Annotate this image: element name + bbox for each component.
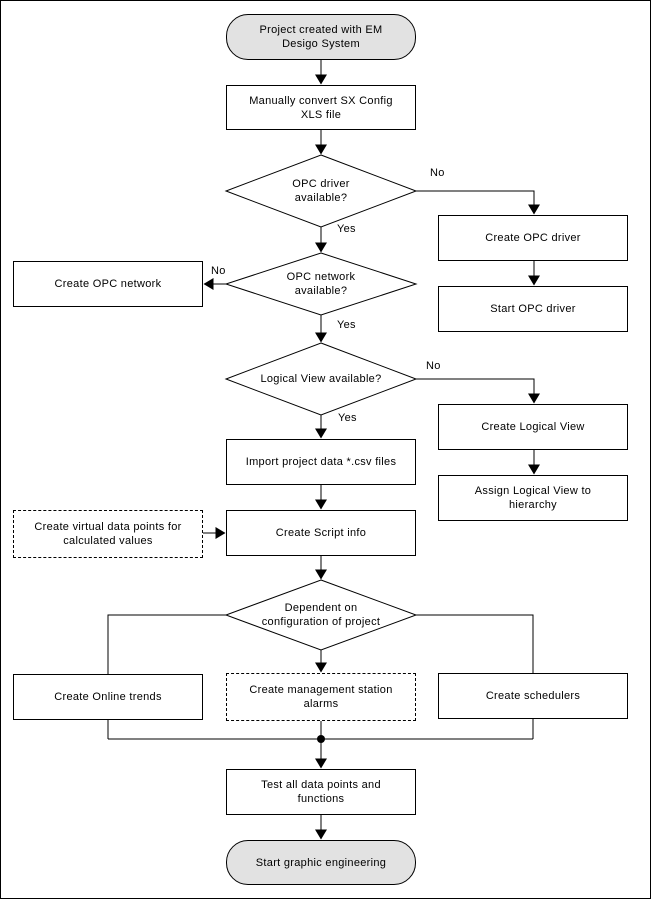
- node-start-terminator: Project created with EM Desigo System: [226, 14, 416, 60]
- edge-label-d3-yes: Yes: [338, 412, 357, 424]
- node-import-project-data: Import project data *.csv files: [226, 439, 416, 485]
- edge-d4-to-online-trends: [107, 614, 226, 674]
- decision-opc-driver-diamond: [224, 154, 418, 228]
- node-create-online-trends: Create Online trends: [13, 674, 203, 720]
- edge-d4-to-schedulers: [416, 614, 534, 673]
- decision-dependent-config-diamond: [224, 579, 418, 651]
- junction-dot: [317, 735, 325, 743]
- edge-label-d3-no: No: [426, 360, 441, 372]
- edge-label-d1-yes: Yes: [337, 223, 356, 235]
- node-create-management-station-alarms: Create management station alarms: [226, 673, 416, 721]
- node-manually-convert: Manually convert SX Config XLS file: [226, 85, 416, 130]
- node-create-script-info: Create Script info: [226, 510, 416, 556]
- edge-d3-no-to-create-logical-view: [416, 378, 540, 404]
- decision-logical-view-diamond: [224, 342, 418, 416]
- node-assign-logical-view: Assign Logical View to hierarchy: [438, 475, 628, 521]
- node-start-opc-driver: Start OPC driver: [438, 286, 628, 332]
- edge-label-d2-yes: Yes: [337, 319, 356, 331]
- edge-d1-no-to-create-opc-driver: [416, 190, 540, 215]
- node-create-virtual-data-points: Create virtual data points for calculate…: [13, 510, 203, 558]
- node-test-data-points: Test all data points and functions: [226, 769, 416, 815]
- node-create-schedulers: Create schedulers: [438, 673, 628, 719]
- decision-opc-network-diamond: [224, 252, 418, 316]
- edge-label-d2-no: No: [211, 265, 226, 277]
- node-create-opc-network: Create OPC network: [13, 261, 203, 307]
- node-create-logical-view: Create Logical View: [438, 404, 628, 450]
- node-create-opc-driver: Create OPC driver: [438, 215, 628, 261]
- edge-label-d1-no: No: [430, 167, 445, 179]
- node-end-terminator: Start graphic engineering: [226, 840, 416, 885]
